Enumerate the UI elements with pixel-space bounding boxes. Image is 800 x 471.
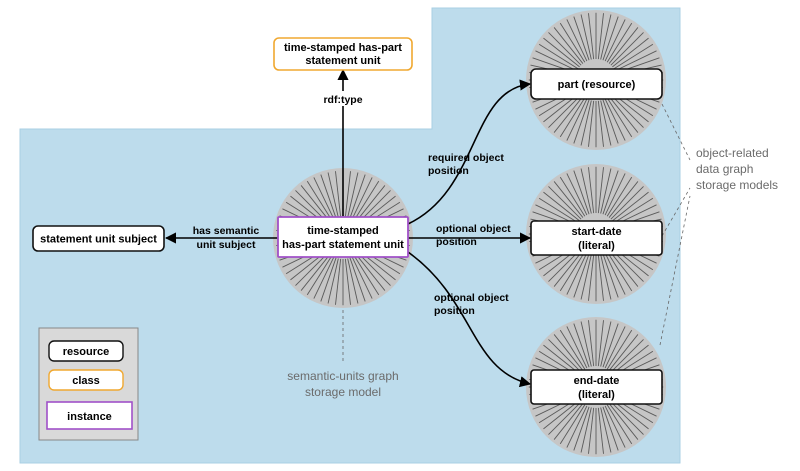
- class-node: time-stamped has-part statement unit: [273, 37, 413, 71]
- object-related-note-line-2: data graph: [696, 162, 753, 176]
- end-date-literal-node: end-date (literal): [530, 369, 663, 405]
- semantic-units-note-line-1: semantic-units graph: [287, 369, 398, 383]
- center-node-line-2: has-part statement unit: [282, 239, 404, 251]
- object-related-pointer-bottom: [659, 195, 691, 346]
- optional-end-label-line-2: position: [434, 305, 475, 317]
- part-node-text: part (resource): [558, 79, 636, 91]
- part-resource-node: part (resource): [530, 68, 663, 100]
- rdf-type-label: rdf:type: [318, 91, 368, 106]
- optional-end-label-line-1: optional object: [434, 292, 509, 304]
- start-date-literal-node: start-date (literal): [530, 220, 663, 256]
- semantic-units-note-line-2: storage model: [305, 385, 381, 399]
- class-node-line-1: time-stamped has-part: [284, 42, 402, 54]
- rdf-type-label-text: rdf:type: [323, 94, 362, 106]
- legend-resource-swatch: [48, 340, 124, 362]
- legend-class-label: class: [72, 375, 100, 387]
- end-node-line-1: end-date: [574, 375, 620, 387]
- optional-start-label-line-2: position: [436, 236, 477, 248]
- object-related-pointer-top: [661, 103, 691, 161]
- legend-box: resource class instance: [38, 327, 139, 441]
- legend-resource-label: resource: [63, 346, 109, 358]
- object-related-note-line-1: object-related: [696, 146, 769, 160]
- subject-node-text: statement unit subject: [40, 234, 157, 246]
- has-subject-label-line-2: unit subject: [197, 239, 256, 251]
- optional-end-edge: [407, 251, 532, 388]
- start-node-line-1: start-date: [571, 226, 621, 238]
- legend-class-swatch: [48, 369, 124, 391]
- optional-start-label-line-1: optional object: [436, 223, 511, 235]
- start-node-line-2: (literal): [578, 240, 615, 252]
- subject-resource-node: statement unit subject: [32, 225, 165, 252]
- center-node-line-1: time-stamped: [307, 225, 379, 237]
- required-label-line-1: required object: [428, 152, 504, 164]
- class-node-line-2: statement unit: [305, 55, 381, 67]
- legend-instance-label: instance: [67, 411, 112, 423]
- legend-instance-swatch: [46, 401, 133, 430]
- has-subject-label-line-1: has semantic: [193, 225, 260, 237]
- center-instance-node: time-stamped has-part statement unit: [277, 216, 409, 258]
- end-node-line-2: (literal): [578, 389, 615, 401]
- required-object-edge: [407, 79, 532, 225]
- object-related-note-line-3: storage models: [696, 178, 778, 192]
- required-label-line-2: position: [428, 165, 469, 177]
